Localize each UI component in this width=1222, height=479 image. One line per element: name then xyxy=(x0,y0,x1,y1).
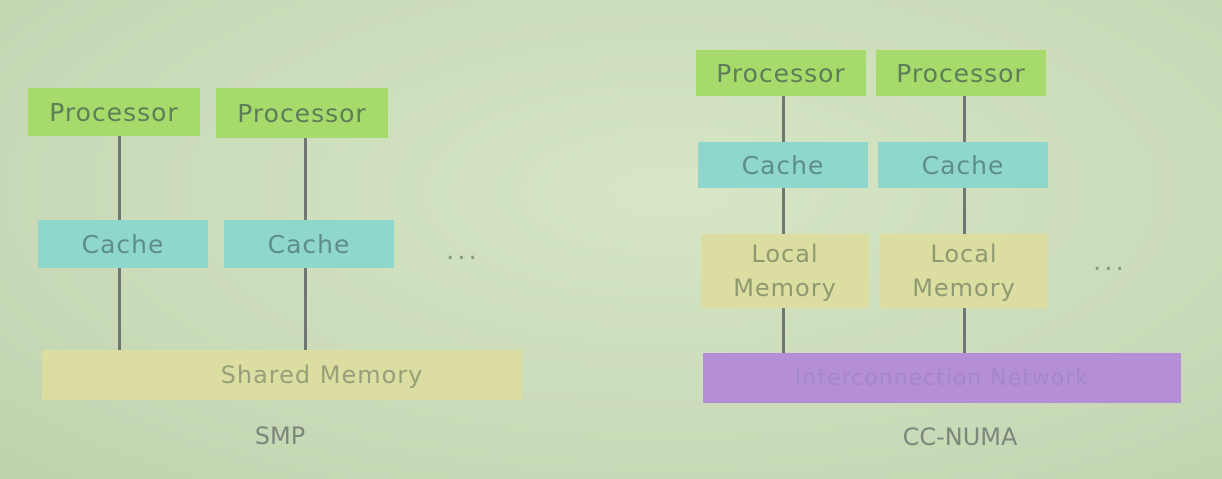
numa-local-memory-1-line2: Memory xyxy=(733,274,837,302)
smp-processor-2: Processor xyxy=(216,88,388,138)
numa-ellipsis: ... xyxy=(1093,247,1127,277)
numa-local-memory-2-line1: Local xyxy=(930,240,998,268)
smp-cache-2: Cache xyxy=(224,220,394,268)
numa-local-memory-1: Local Memory xyxy=(701,234,869,308)
smp-title: SMP xyxy=(254,422,306,450)
numa-cache-2: Cache xyxy=(878,142,1048,188)
numa-processor-2: Processor xyxy=(876,50,1046,96)
smp-processor-1: Processor xyxy=(28,88,200,136)
smp-shared-memory: Shared Memory xyxy=(42,350,522,400)
numa-interconnection-network: Interconnection Network xyxy=(703,353,1181,403)
numa-local-memory-2-line2: Memory xyxy=(912,274,1016,302)
numa-local-memory-2: Local Memory xyxy=(880,234,1048,308)
numa-connector-1 xyxy=(782,96,785,356)
numa-cache-1: Cache xyxy=(698,142,868,188)
numa-processor-1: Processor xyxy=(696,50,866,96)
numa-title: CC-NUMA xyxy=(902,423,1018,451)
smp-ellipsis: ... xyxy=(446,236,480,266)
numa-connector-2 xyxy=(963,96,966,356)
smp-cache-1: Cache xyxy=(38,220,208,268)
numa-local-memory-1-line1: Local xyxy=(751,240,819,268)
